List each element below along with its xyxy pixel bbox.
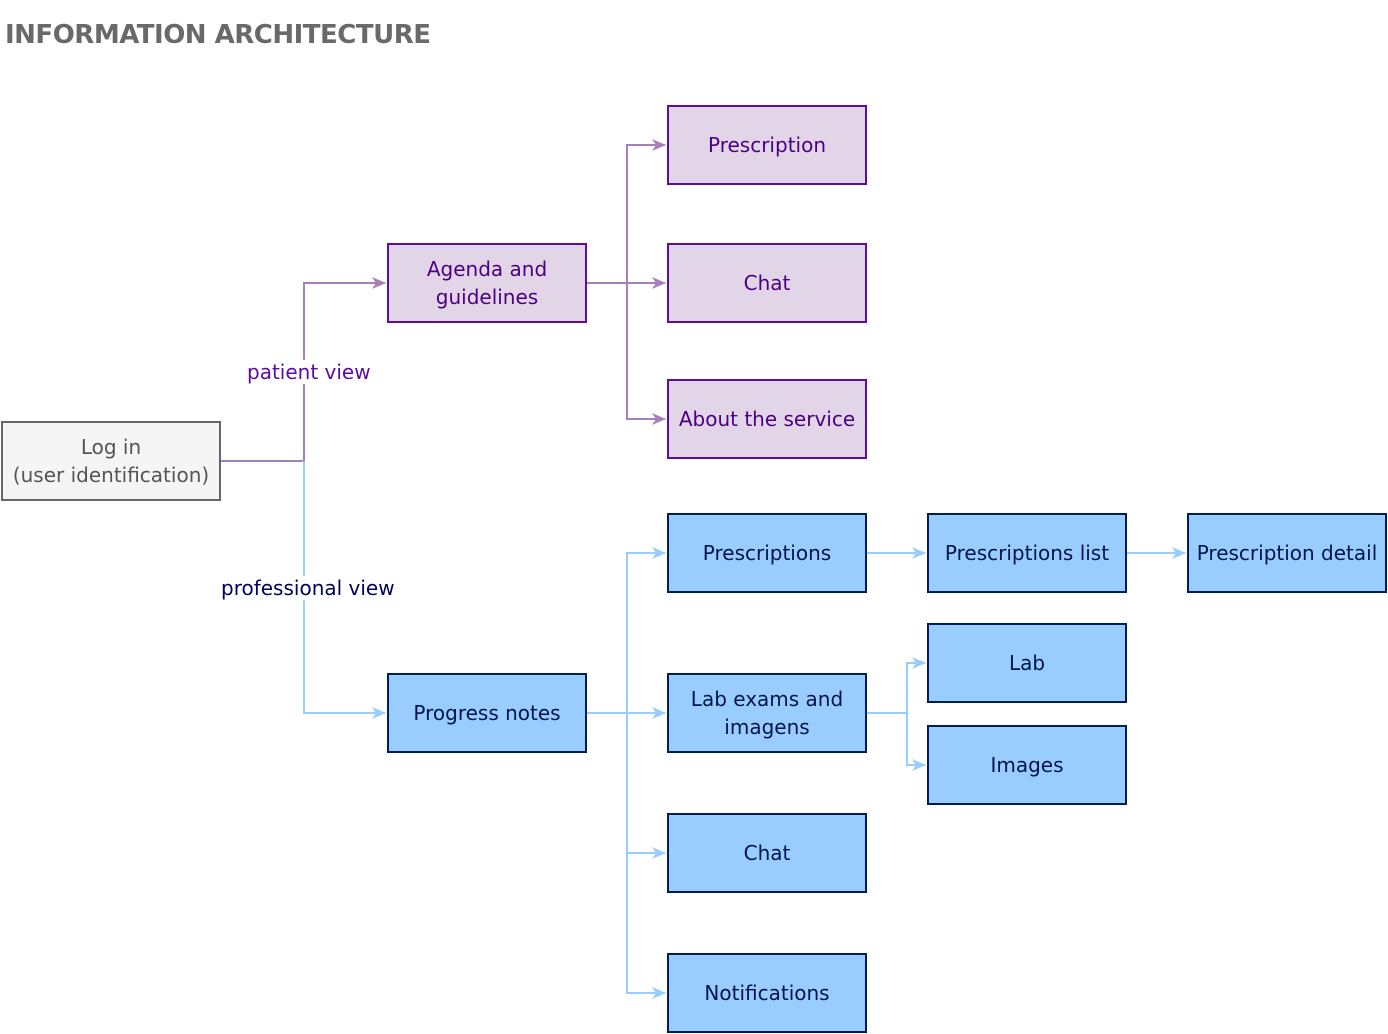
chat-patient-node[interactable]: Chat <box>667 243 867 323</box>
edge-agenda-to-prescription <box>587 139 666 284</box>
prescriptions-list-node[interactable]: Prescriptions list <box>927 513 1127 593</box>
notifications-node[interactable]: Notifications <box>667 953 867 1033</box>
chat-professional-node[interactable]: Chat <box>667 813 867 893</box>
lab-exams-node[interactable]: Lab exams and imagens <box>667 673 867 753</box>
prescription-node[interactable]: Prescription <box>667 105 867 185</box>
prescription-detail-node[interactable]: Prescription detail <box>1187 513 1387 593</box>
progress-notes-node[interactable]: Progress notes <box>387 673 587 753</box>
login-node[interactable]: Log in (user identification) <box>1 421 221 501</box>
edge-progress-to-prescriptions <box>587 547 666 714</box>
patient-view-label: patient view <box>245 360 373 384</box>
edge-agenda-to-about <box>626 283 666 425</box>
prescriptions-node[interactable]: Prescriptions <box>667 513 867 593</box>
edge-progress-to-notifications <box>626 853 666 999</box>
edge-lab-exams-to-images <box>906 713 926 771</box>
lab-node[interactable]: Lab <box>927 623 1127 703</box>
images-node[interactable]: Images <box>927 725 1127 805</box>
edge-progress-to-chat <box>626 713 666 859</box>
professional-view-label: professional view <box>219 576 397 600</box>
diagram-title: INFORMATION ARCHITECTURE <box>5 20 431 50</box>
edge-lab-exams-to-lab <box>867 657 926 714</box>
about-service-node[interactable]: About the service <box>667 379 867 459</box>
agenda-node[interactable]: Agenda and guidelines <box>387 243 587 323</box>
edge-login-to-progress <box>303 461 386 719</box>
